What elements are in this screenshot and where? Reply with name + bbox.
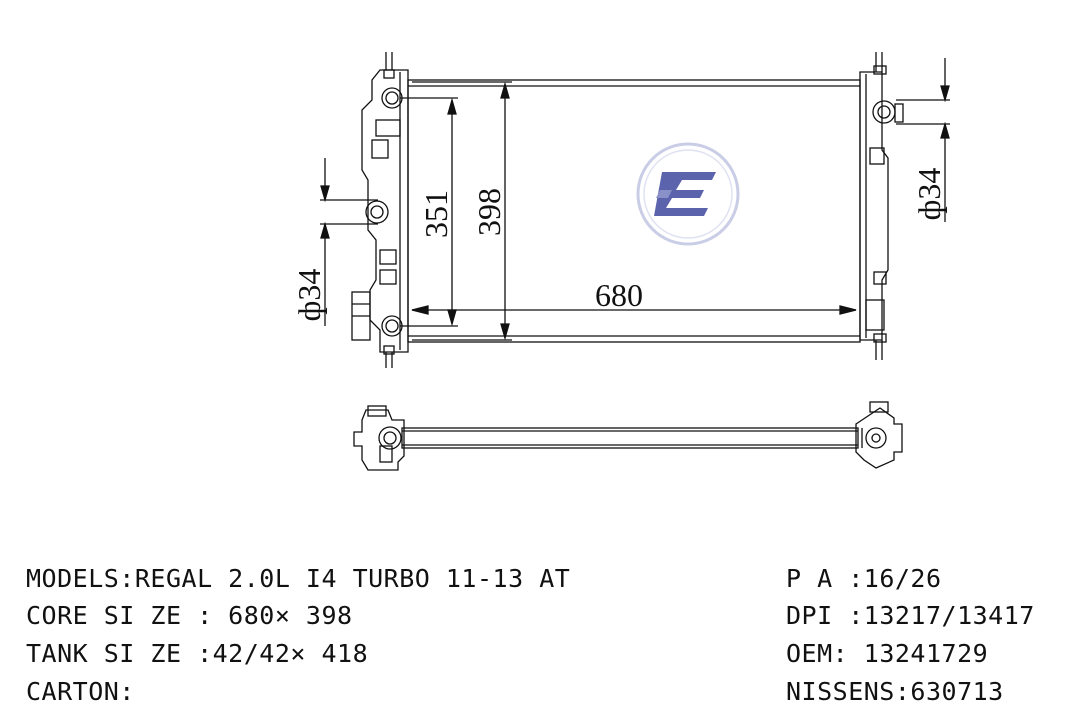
spec-dpi-label: DPI :: [786, 601, 864, 630]
dim-pipe-right-label: ф34: [911, 168, 947, 221]
spec-core-size-label: CORE SI ZE :: [26, 601, 229, 630]
dim-width-label: 680: [595, 277, 643, 313]
right-outlet-pipe: [872, 100, 896, 124]
spec-oem-label: OEM:: [786, 639, 864, 668]
spec-models-label: MODELS:: [26, 564, 135, 593]
spec-tank-size-value: 42/42× 418: [212, 639, 369, 668]
lower-left-pipe: [381, 315, 403, 337]
upper-left-pipe: [381, 87, 403, 109]
brand-logo: [636, 142, 740, 246]
spec-models: MODELS:REGAL 2.0L I4 TURBO 11-13 AT: [26, 566, 570, 592]
dim-height-outer-label: 398: [471, 188, 507, 236]
spec-oem-value: 13241729: [863, 639, 989, 668]
right-tank: [859, 52, 904, 360]
left-inlet-pipe: [365, 200, 389, 224]
spec-core-size: CORE SI ZE : 680× 398: [26, 603, 353, 629]
spec-dpi: DPI :13217/13417: [786, 603, 1035, 629]
spec-dpi-value: 13217/13417: [863, 601, 1035, 630]
spec-pa: P A :16/26: [786, 566, 942, 592]
spec-tank-size: TANK SI ZE :42/42× 418: [26, 641, 368, 667]
dimension-lines: [320, 58, 950, 341]
left-tank: [351, 52, 409, 368]
spec-core-size-value: 680× 398: [228, 601, 353, 630]
dim-height-inner-label: 351: [418, 190, 454, 238]
top-view: [353, 401, 903, 471]
spec-carton-label: CARTON:: [26, 677, 135, 706]
spec-nissens-label: NISSENS:: [786, 677, 911, 706]
spec-tank-size-label: TANK SI ZE :: [26, 639, 213, 668]
dim-pipe-left-label: ф34: [291, 269, 327, 322]
spec-carton: CARTON:: [26, 679, 135, 705]
spec-nissens-value: 630713: [910, 677, 1004, 706]
spec-nissens: NISSENS:630713: [786, 679, 1004, 705]
spec-pa-label: P A :: [786, 564, 864, 593]
spec-pa-value: 16/26: [863, 564, 942, 593]
spec-oem: OEM: 13241729: [786, 641, 988, 667]
spec-models-value: REGAL 2.0L I4 TURBO 11-13 AT: [134, 564, 571, 593]
